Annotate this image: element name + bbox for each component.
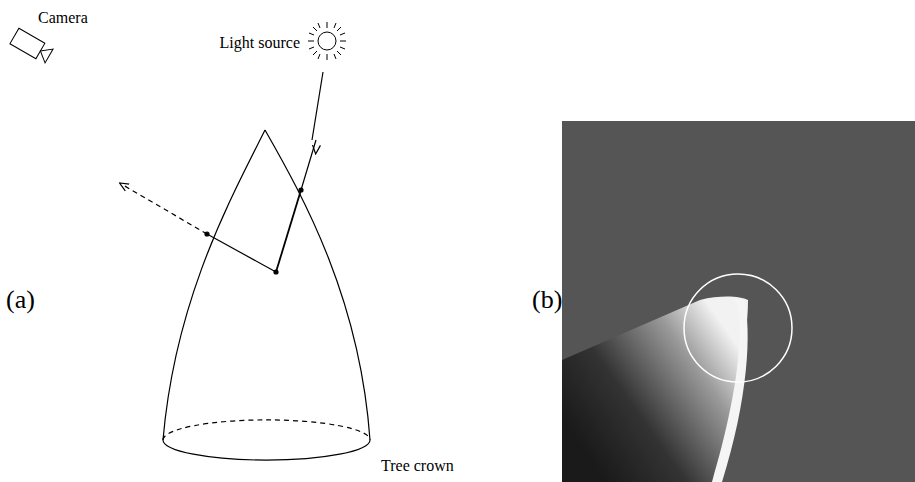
camera-label: Camera — [38, 9, 88, 27]
panel-label: (a) — [6, 286, 35, 315]
rendered-image — [562, 121, 915, 482]
tree-crown-label: Tree crown — [381, 457, 454, 475]
panel-label: (b) — [532, 286, 562, 315]
tree-crown-outline — [163, 130, 370, 460]
light-path — [123, 72, 323, 274]
camera-symbol — [10, 28, 54, 64]
light-source-label: Light source — [220, 34, 300, 52]
sun-symbol — [308, 22, 346, 60]
